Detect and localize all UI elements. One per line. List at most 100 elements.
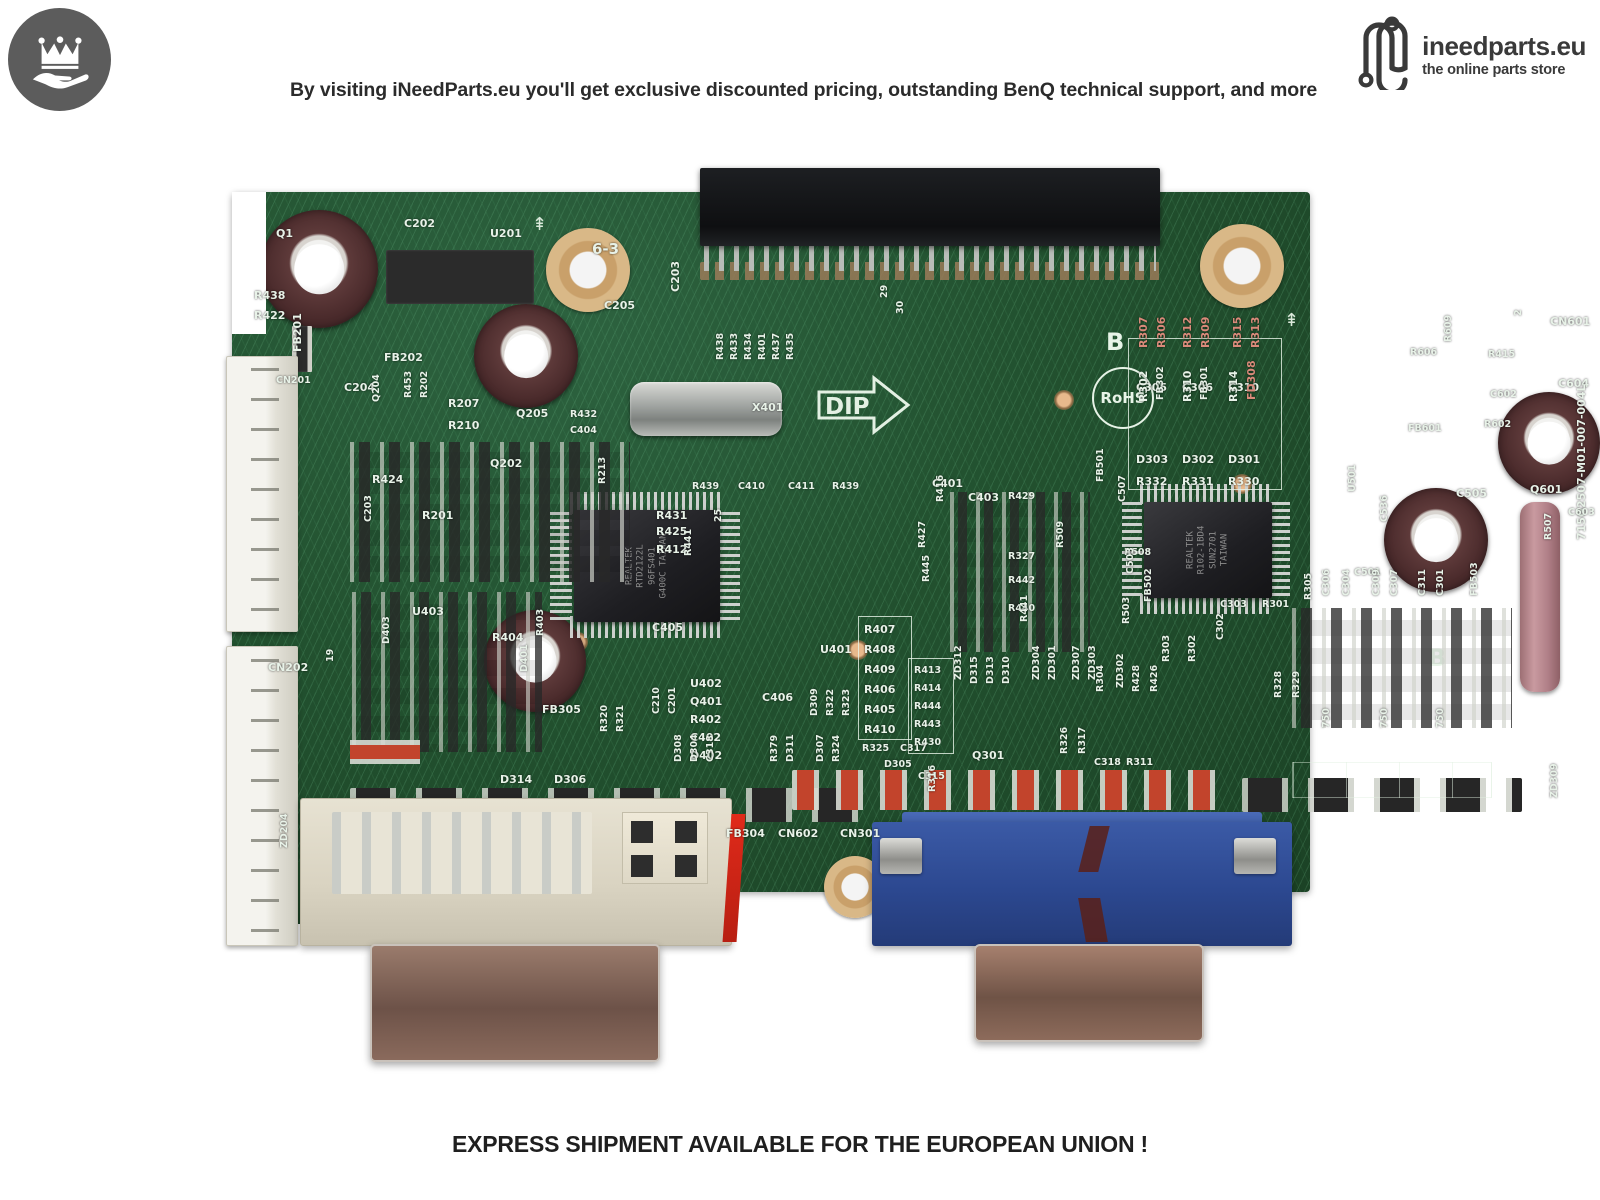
- silkscreen-label: R310: [1181, 370, 1194, 402]
- silkscreen-label: R379: [769, 734, 780, 762]
- mounting-hole-left: [546, 228, 630, 312]
- silkscreen-label: FB201: [291, 313, 304, 352]
- silkscreen-label: R323: [841, 688, 852, 716]
- silkscreen-label: R302: [1137, 370, 1150, 402]
- silkscreen-label: FB202: [384, 351, 423, 364]
- silkscreen-label: ZD302: [1115, 653, 1126, 688]
- silkscreen-label: C311: [1417, 569, 1428, 596]
- silkscreen-label: R313: [1249, 316, 1262, 348]
- power-resistor-r507: [1520, 502, 1560, 692]
- silkscreen-label: R438: [715, 332, 726, 360]
- pcb-edge-notch: [232, 192, 266, 334]
- ic-u401-pins-right: [718, 512, 740, 620]
- silkscreen-label: R441: [683, 528, 694, 556]
- silkscreen-label: R312: [1181, 316, 1194, 348]
- silkscreen-label: C204: [344, 381, 376, 394]
- silkscreen-label: R306: [1155, 316, 1168, 348]
- silkscreen-label: Q202: [490, 457, 523, 470]
- silkscreen-label: 19: [325, 648, 336, 662]
- logo-subtitle: the online parts store: [1422, 61, 1566, 78]
- white-connector-cn201[interactable]: [226, 356, 298, 632]
- silkscreen-label: 750: [1321, 708, 1332, 728]
- silkscreen-label: CN301: [840, 827, 881, 840]
- silkscreen-label: R401: [757, 332, 768, 360]
- silkscreen-label: C315: [918, 771, 945, 782]
- silkscreen-label: C310: [1228, 381, 1260, 394]
- lvds-connector-cn601[interactable]: [700, 168, 1160, 246]
- dip-orientation-arrow-icon: DIP: [816, 374, 912, 436]
- silkscreen-label: R324: [831, 734, 842, 762]
- silkscreen-label: D313: [985, 656, 996, 684]
- silkscreen-label: C411: [788, 481, 815, 492]
- silkscreen-label: C401: [932, 477, 964, 490]
- cn201-pin-slots: [250, 367, 279, 621]
- silkscreen-label: R432: [570, 409, 598, 420]
- silkscreen-label: 25: [713, 508, 724, 522]
- silkscreen-label: C602: [1490, 389, 1517, 400]
- pcb-substrate: REALTEKRTD2122L96FS401G400C TAIWAN REALT…: [232, 192, 1600, 918]
- site-logo[interactable]: ineedparts.eu the online parts store: [1354, 16, 1586, 90]
- silkscreen-label: ZD307: [1071, 645, 1082, 680]
- silkscreen-label: R307: [1137, 316, 1150, 348]
- silkscreen-label: C317: [900, 743, 927, 754]
- arrow-marker-top-right: ⇞: [1284, 310, 1300, 330]
- silkscreen-label: FB503: [1469, 562, 1480, 596]
- silkscreen-label: C318: [705, 735, 716, 762]
- silkscreen-label: C402: [690, 731, 722, 744]
- zener-row-bottom: [792, 770, 1232, 810]
- silkscreen-label: R405: [864, 703, 896, 716]
- silkscreen-label: R434: [743, 332, 754, 360]
- silkscreen-label: Q204: [371, 374, 382, 402]
- silkscreen-label: R606: [1410, 347, 1438, 358]
- silkscreen-label: D401: [519, 644, 530, 672]
- silkscreen-label: R331: [1182, 475, 1214, 488]
- silkscreen-label: R213: [597, 456, 608, 484]
- silkscreen-label: 750: [1435, 708, 1446, 728]
- promo-banner-text: By visiting iNeedParts.eu you'll get exc…: [290, 79, 1318, 101]
- silkscreen-label: R439: [832, 481, 860, 492]
- lvds-connector-pins: [704, 245, 1156, 271]
- silkscreen-label: R403: [535, 608, 546, 636]
- smd-field-mid-left: [352, 592, 542, 752]
- silkscreen-label: C603: [1568, 507, 1595, 518]
- silkscreen-label: Q1: [276, 227, 294, 240]
- vga-connector-cn602[interactable]: [872, 822, 1292, 946]
- silkscreen-label: R328: [1273, 670, 1284, 698]
- silkscreen-label: FB305: [542, 703, 581, 716]
- silkscreen-label: CN601: [1550, 315, 1591, 328]
- silkscreen-label: R402: [690, 713, 722, 726]
- class-b-mark-top: B: [1106, 328, 1125, 356]
- silkscreen-label: 750: [1379, 708, 1390, 728]
- white-connector-cn202[interactable]: [226, 646, 298, 946]
- silkscreen-label: CN602: [778, 827, 819, 840]
- silkscreen-label: C410: [738, 481, 765, 492]
- silkscreen-label: Q401: [690, 695, 723, 708]
- silkscreen-label: C210: [651, 687, 662, 714]
- dvi-connector-quad-block: [622, 812, 708, 884]
- silkscreen-label: R415: [1488, 349, 1516, 360]
- silkscreen-label: D304: [689, 734, 700, 762]
- silkscreen-label: C301: [1435, 569, 1446, 596]
- silkscreen-label: C205: [604, 299, 636, 312]
- silkscreen-box-r41x: [908, 658, 954, 754]
- silkscreen-label: R416: [935, 474, 946, 502]
- silkscreen-label: FB601: [1408, 423, 1442, 434]
- silkscreen-label: R325: [862, 743, 890, 754]
- silkscreen-label: X401: [752, 401, 784, 414]
- silkscreen-label: R503: [1121, 596, 1132, 624]
- silkscreen-label: ZD204: [279, 813, 290, 848]
- electrolytic-capacitor-c203: [474, 304, 578, 408]
- silkscreen-label: R426: [1149, 664, 1160, 692]
- silkscreen-label: D402: [690, 749, 723, 762]
- silkscreen-label: C203: [363, 495, 374, 522]
- silkscreen-label: R435: [785, 332, 796, 360]
- electrolytic-capacitor-c201: [260, 210, 378, 328]
- silkscreen-label: U403: [412, 605, 444, 618]
- product-image-pcb[interactable]: REALTEKRTD2122L96FS401G400C TAIWAN REALT…: [222, 162, 1600, 1062]
- silkscreen-label: D309: [809, 688, 820, 716]
- silkscreen-label: R453: [403, 370, 414, 398]
- silkscreen-label: C404: [570, 425, 597, 436]
